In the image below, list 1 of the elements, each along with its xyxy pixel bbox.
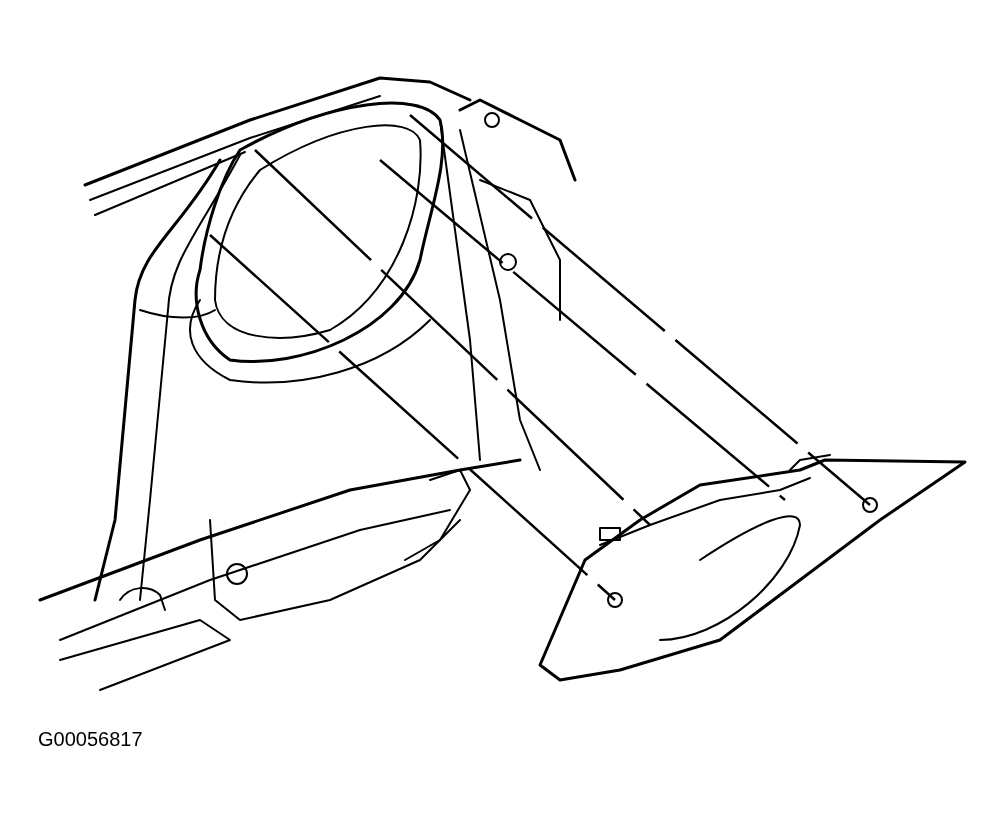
figure-number: G00056817 <box>38 728 143 751</box>
